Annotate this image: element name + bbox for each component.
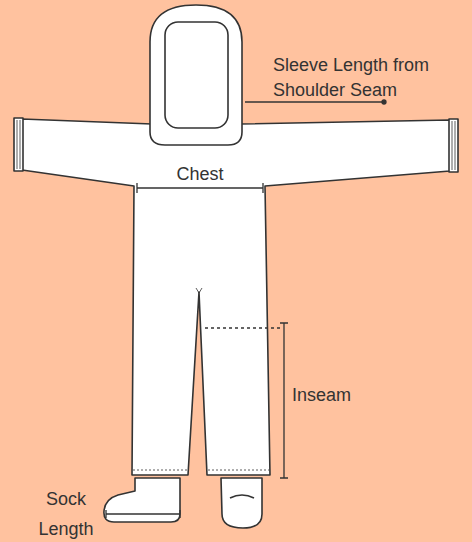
leg-stitch: [133, 470, 269, 471]
inseam-dimension-line: [280, 323, 288, 478]
face-window: [165, 22, 228, 128]
right-sock: [221, 478, 262, 528]
chest-dimension-line: [137, 183, 263, 193]
left-cuff: [14, 118, 23, 171]
sleeve-length-label: Sleeve Length from Shoulder Seam: [273, 53, 463, 103]
hood: [150, 5, 242, 145]
right-cuff: [449, 119, 458, 172]
left-sock: [104, 478, 180, 522]
sleeve-dimension-dot: [382, 100, 386, 104]
sock-length-label: Sock Length: [28, 484, 104, 542]
crotch-seam: [196, 288, 202, 293]
suit-body: [22, 119, 450, 475]
inseam-label: Inseam: [292, 384, 382, 406]
inseam-leader: [205, 327, 281, 328]
cuff-stitch: [17, 120, 455, 170]
sock-dimension-line: [106, 510, 180, 518]
chest-label: Chest: [155, 163, 245, 185]
sleeve-dimension-line: [245, 101, 384, 102]
right-sock-toe: [230, 495, 254, 498]
